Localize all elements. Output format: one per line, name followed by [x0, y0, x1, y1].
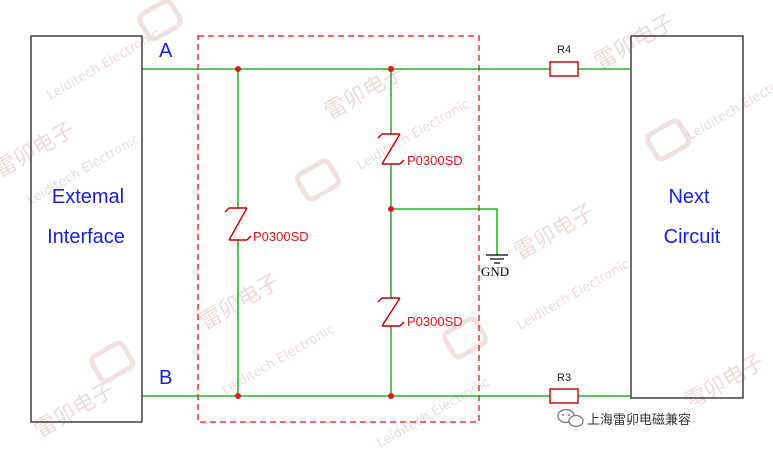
tvs-bottom-label: P0300SD [407, 314, 463, 329]
watermark-en: Leiditech Electronic [220, 322, 338, 399]
watermark-cn: 雷卯电子 [196, 270, 285, 336]
watermark-en: Leiditech Electronic [375, 375, 493, 449]
line-b-label: B [159, 367, 172, 389]
watermark-en: Leiditech Electronic [685, 67, 773, 144]
next-circuit-label-line2: Circuit [664, 226, 721, 248]
watermark-logo [89, 340, 135, 384]
watermark-en: Leiditech Electronic [45, 27, 163, 104]
next-circuit-box: Next Circuit [630, 35, 744, 399]
tvs-left-label: P0300SD [253, 229, 309, 244]
watermark-logo [442, 316, 488, 360]
junction-nodes [235, 66, 394, 399]
line-a-label: A [159, 40, 173, 62]
watermark-cn: 雷卯电子 [511, 200, 600, 266]
junction-node [235, 66, 241, 72]
next-circuit-label-line1: Next [668, 186, 710, 208]
resistor-r4 [549, 61, 579, 77]
watermark-cn: 雷卯电子 [591, 10, 680, 76]
resistor-r4-label: R4 [557, 44, 571, 56]
tvs-left [224, 207, 252, 241]
ground-symbol [486, 254, 508, 264]
watermark-logo [645, 118, 691, 162]
watermark-en: Leiditech Electronic [515, 257, 633, 334]
junction-node [235, 393, 241, 399]
resistor-r3-label: R3 [557, 372, 571, 384]
account-badge: 上海雷卯电磁兼容 [552, 404, 750, 430]
external-interface-label-line2: Interface [47, 226, 125, 248]
tvs-top [377, 133, 405, 165]
ground-label: GND [481, 264, 509, 279]
watermark-cn: 雷卯电子 [31, 378, 120, 444]
protection-zone-box [197, 35, 480, 423]
wechat-icon [557, 408, 584, 428]
external-interface-box: Extemal Interface [30, 35, 143, 423]
wiring [142, 68, 631, 397]
resistor-r3 [549, 388, 579, 404]
junction-node [388, 206, 394, 212]
watermark-logo [137, 0, 183, 42]
account-name: 上海雷卯电磁兼容 [587, 412, 691, 428]
ground-wire [391, 208, 498, 255]
junction-node [388, 393, 394, 399]
tvs-top-label: P0300SD [407, 153, 463, 168]
external-interface-label-line1: Extemal [52, 186, 124, 208]
watermark-logo [295, 158, 341, 202]
junction-node [388, 66, 394, 72]
tvs-bottom [377, 297, 405, 327]
